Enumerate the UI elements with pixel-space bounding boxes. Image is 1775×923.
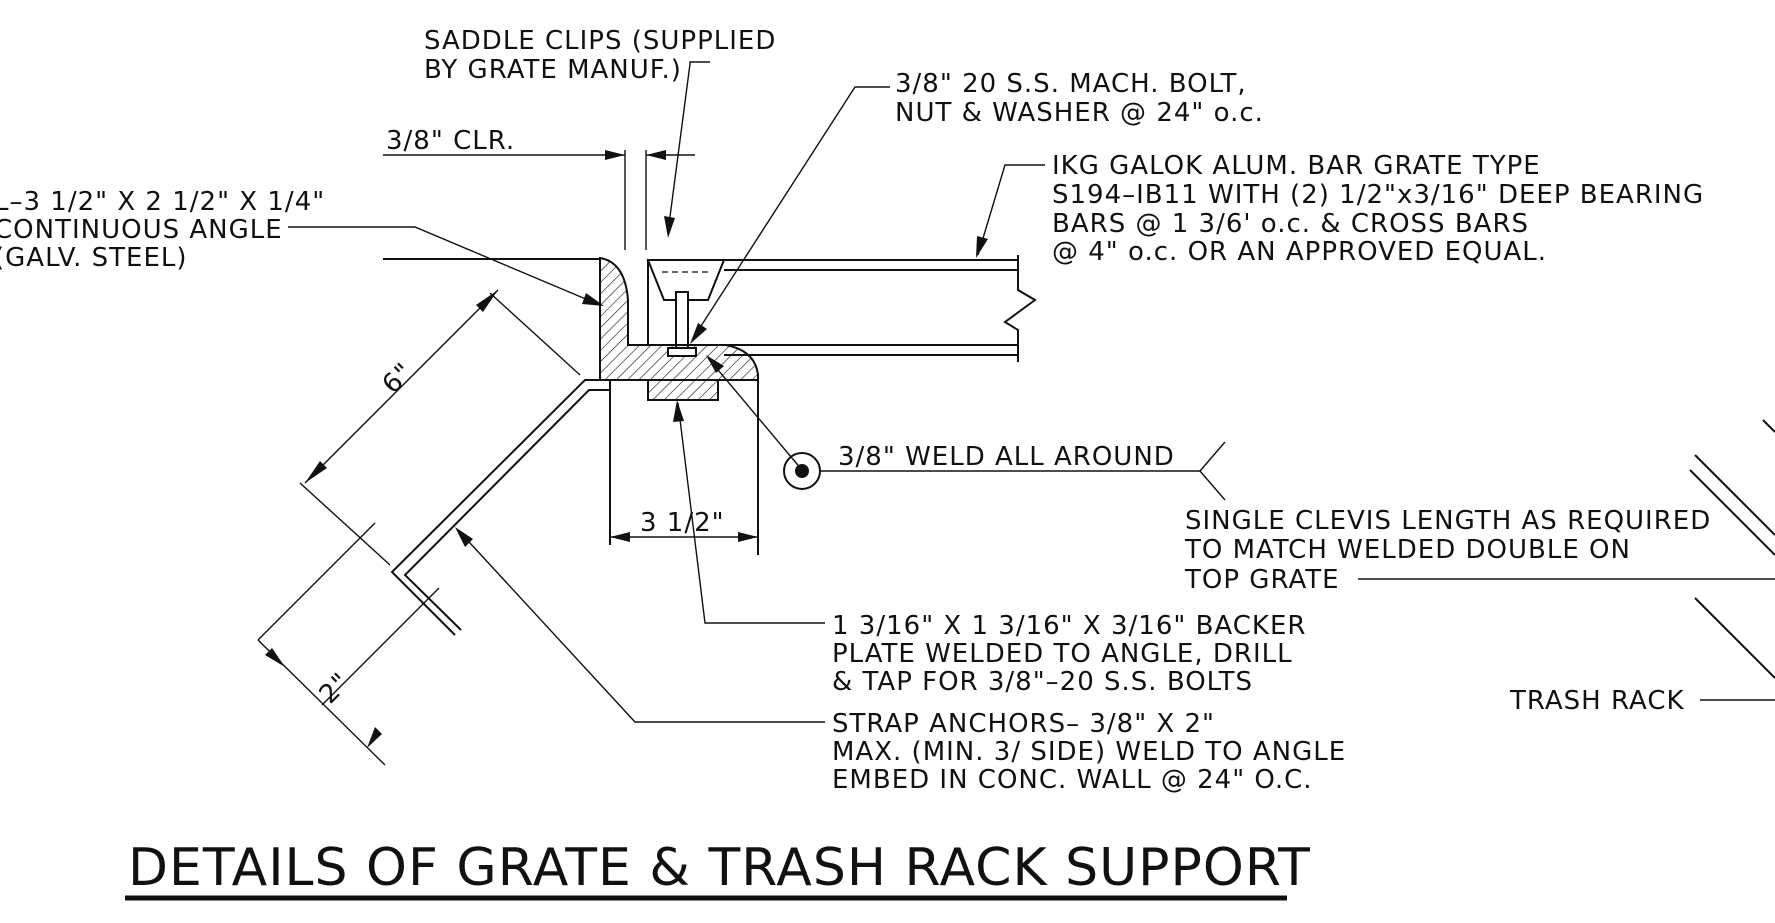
saddle-clips-line-1: SADDLE CLIPS (SUPPLIED	[424, 26, 776, 56]
grate-line-2: S194–IB11 WITH (2) 1/2"x3/16" DEEP BEARI…	[1052, 180, 1704, 210]
weld-note: 3/8" WELD ALL AROUND	[838, 442, 1175, 472]
bolt	[675, 291, 689, 351]
angle-line-2: CONTINUOUS ANGLE	[0, 215, 283, 245]
strap-anchor-outer	[390, 379, 610, 636]
strap-line-3: EMBED IN CONC. WALL @ 24" O.C.	[832, 765, 1313, 795]
weld-tail-lower	[1199, 470, 1226, 501]
strap-anchor-inner	[403, 389, 610, 631]
drawing-title: DETAILS OF GRATE & TRASH RACK SUPPORT	[128, 838, 1311, 898]
trash-rack-note: TRASH RACK	[1509, 686, 1685, 716]
six-arrow-bottom	[305, 461, 327, 483]
six-dimension-label: 6"	[377, 357, 420, 400]
strap-leader	[457, 529, 825, 723]
strap-arrow	[455, 527, 473, 547]
backer-line-3: & TAP FOR 3/8"–20 S.S. BOLTS	[832, 667, 1253, 697]
backer-arrow	[673, 400, 684, 422]
clr-arrow-right	[646, 150, 666, 160]
two-dimension-label: 2"	[314, 667, 357, 710]
weld-symbol-dot	[795, 464, 809, 478]
backer-line-2: PLATE WELDED TO ANGLE, DRILL	[832, 639, 1293, 669]
clevis-line-1: SINGLE CLEVIS LENGTH AS REQUIRED	[1185, 506, 1711, 536]
two-ext-right	[321, 587, 440, 706]
width-dimension-label: 3 1/2"	[640, 508, 725, 538]
trash-rack-bar-4	[1762, 419, 1775, 433]
grate-line-4: @ 4" o.c. OR AN APPROVED EQUAL.	[1052, 237, 1547, 267]
backer-line-1: 1 3/16" X 1 3/16" X 3/16" BACKER	[832, 611, 1306, 641]
trash-rack-bar-3	[1694, 597, 1775, 679]
bolt-line-1: 3/8" 20 S.S. MACH. BOLT,	[895, 69, 1247, 99]
angle-line-1: L–3 1/2" X 2 1/2" X 1/4"	[0, 187, 325, 217]
bolt-nut	[667, 347, 697, 357]
clr-arrow-left	[605, 150, 625, 160]
clevis-line-2: TO MATCH WELDED DOUBLE ON	[1184, 535, 1631, 565]
grate-note: IKG GALOK ALUM. BAR GRATE TYPE S194–IB11…	[1052, 151, 1713, 267]
break-line	[1003, 255, 1037, 362]
saddle-clips-arrow	[664, 216, 675, 238]
angle-arrow	[582, 293, 604, 306]
weld-tail-upper	[1199, 441, 1226, 472]
six-ext-top	[489, 292, 581, 376]
weld-leader	[707, 357, 803, 471]
bolt-note: 3/8" 20 S.S. MACH. BOLT, NUT & WASHER @ …	[895, 69, 1264, 128]
backer-plate	[647, 379, 719, 401]
six-dim-line	[304, 289, 499, 484]
trash-rack-bar-2	[1689, 469, 1775, 556]
bolt-arrow	[690, 323, 707, 344]
saddle-clips-line-2: BY GRATE MANUF.)	[424, 55, 682, 85]
width-arrow-right	[738, 532, 758, 542]
weld-arrow	[706, 355, 724, 373]
two-ext-left	[257, 522, 376, 641]
grate-line-1: IKG GALOK ALUM. BAR GRATE TYPE	[1052, 151, 1541, 181]
grate-arrow	[976, 236, 988, 258]
grate-line-3: BARS @ 1 3/6' o.c. & CROSS BARS	[1052, 209, 1529, 239]
angle-note: L–3 1/2" X 2 1/2" X 1/4" CONTINUOUS ANGL…	[0, 187, 334, 273]
bolt-line-2: NUT & WASHER @ 24" o.c.	[895, 98, 1264, 128]
trash-rack-bar-1	[1694, 454, 1775, 536]
saddle-clips-note: SADDLE CLIPS (SUPPLIED BY GRATE MANUF.)	[424, 26, 786, 85]
strap-line-2: MAX. (MIN. 3/ SIDE) WELD TO ANGLE	[832, 737, 1346, 767]
angle-line-3: (GALV. STEEL)	[0, 243, 188, 273]
six-ext-bottom	[299, 482, 391, 566]
clevis-note: SINGLE CLEVIS LENGTH AS REQUIRED TO MATC…	[1184, 506, 1721, 595]
clevis-line-3: TOP GRATE	[1184, 565, 1340, 595]
two-arrow-left	[265, 648, 285, 667]
saddle-clip	[646, 259, 726, 301]
strap-line-1: STRAP ANCHORS– 3/8" X 2"	[832, 709, 1215, 739]
six-arrow-top	[476, 290, 498, 312]
backer-leader	[677, 402, 825, 624]
backer-note: 1 3/16" X 1 3/16" X 3/16" BACKER PLATE W…	[832, 611, 1316, 697]
angle-leader	[288, 226, 601, 306]
grate-leader	[977, 164, 1045, 256]
clr-dimension-label: 3/8" CLR.	[386, 126, 515, 156]
width-arrow-left	[610, 532, 630, 542]
saddle-clips-leader	[667, 61, 710, 233]
two-arrow-right	[367, 727, 382, 748]
strap-note: STRAP ANCHORS– 3/8" X 2" MAX. (MIN. 3/ S…	[832, 709, 1355, 795]
bolt-leader	[691, 86, 890, 341]
